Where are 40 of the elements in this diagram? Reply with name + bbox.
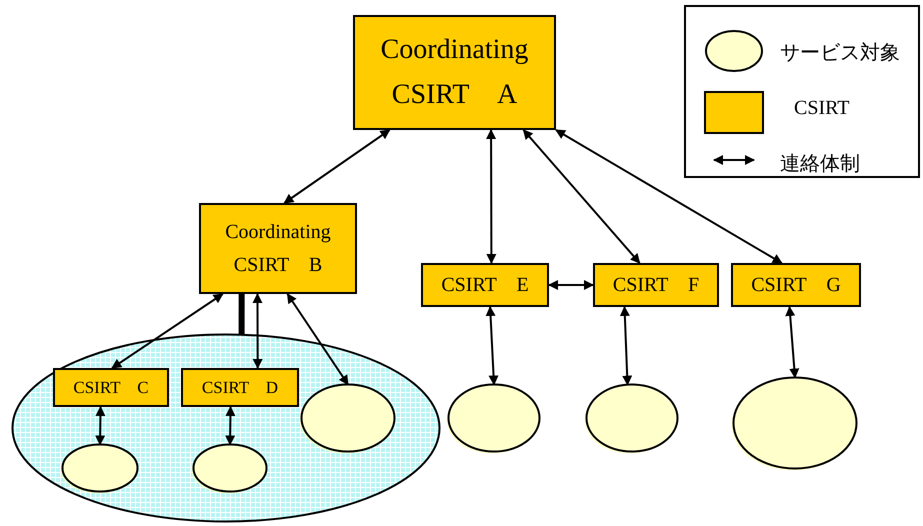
csirt-box [731,263,861,307]
double-arrow [225,406,236,446]
double-arrow [284,129,390,204]
legend-label: サービス対象 [780,39,900,66]
double-arrow [522,129,640,264]
double-arrow [486,306,499,386]
legend-label: 連絡体制 [780,150,860,177]
legend-label: CSIRT [794,97,850,120]
csirt-box [181,368,299,407]
box-label: Coordinating [225,222,331,242]
double-arrow [111,293,224,369]
double-arrow [252,293,263,369]
double-arrow [555,129,783,264]
box-label: CSIRT E [441,275,529,295]
double-arrow [548,280,594,290]
csirt-box [199,203,357,294]
csirt-box [53,368,169,407]
double-arrow [486,129,496,264]
double-arrow [95,406,106,446]
thick-connector [238,294,245,335]
service-ellipse [447,383,541,453]
double-arrow [620,306,632,386]
box-label: CSIRT A [392,81,518,110]
csirt-box [353,15,556,130]
service-ellipse [300,383,396,453]
service-ellipse [585,383,679,453]
box-label: CSIRT D [202,379,278,396]
box-label: Coordinating [380,36,528,64]
box-label: CSIRT G [751,275,841,295]
service-ellipse [61,443,139,493]
service-ellipse [192,443,268,493]
box-label: CSIRT F [612,275,700,295]
double-arrow [785,306,800,378]
box-label: CSIRT B [234,255,322,276]
box-label: CSIRT C [73,379,149,396]
group-ellipse [11,333,441,523]
service-ellipse [732,376,858,470]
csirt-box [421,263,549,307]
csirt-box [593,263,719,307]
double-arrow [286,293,349,386]
